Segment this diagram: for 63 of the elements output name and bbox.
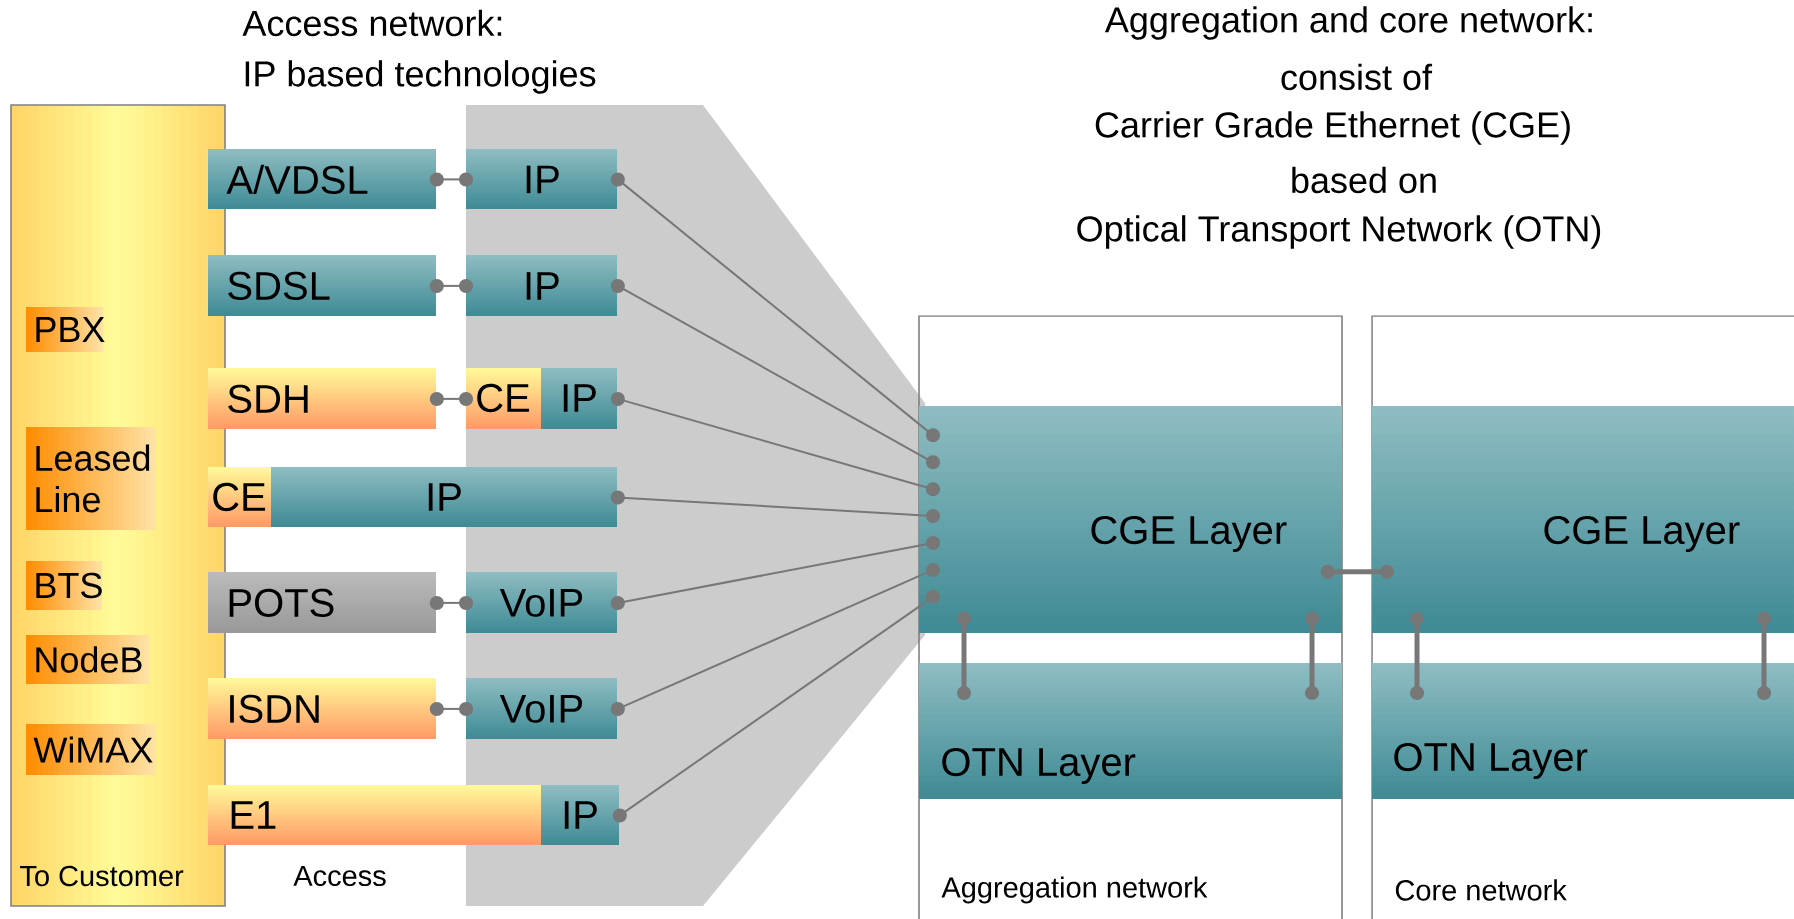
layer-band: OTN Layer xyxy=(919,663,1342,799)
layer-band: CGE Layer xyxy=(1372,406,1794,633)
connector-line xyxy=(429,391,473,406)
connector-line xyxy=(429,172,473,187)
heading: Aggregation and core network: xyxy=(1104,6,1592,40)
node-label: OTN Layer xyxy=(942,747,1136,785)
node-label: VoIP xyxy=(499,694,583,723)
connector-line xyxy=(429,595,473,610)
node-label: A/VDSL xyxy=(226,164,368,195)
connector-line xyxy=(429,701,473,716)
layer-band: CGE Layer xyxy=(919,406,1342,633)
device-label: PBX xyxy=(26,307,105,352)
connector-line xyxy=(610,172,940,443)
node-label: IP xyxy=(526,272,559,300)
node-label: ISDN xyxy=(230,694,319,724)
node-label: CE xyxy=(477,383,530,413)
connector-line xyxy=(1305,611,1319,700)
node-label: OTN Layer xyxy=(1394,742,1588,780)
technology-box: CE IP xyxy=(208,467,617,527)
heading: Carrier Grade Ethernet (CGE) xyxy=(1095,111,1570,145)
node-label: IP xyxy=(563,384,596,412)
technology-box: IP xyxy=(466,255,617,316)
technology-box: VoIP xyxy=(466,678,617,739)
connector-line xyxy=(610,536,940,610)
connector-line xyxy=(612,589,940,823)
connector-line xyxy=(429,278,473,293)
node-label: CGE Layer xyxy=(1091,515,1287,553)
technology-box: CE IP xyxy=(466,368,617,429)
connector-line xyxy=(1320,564,1394,579)
technology-box: A/VDSL xyxy=(208,149,436,209)
heading: based on xyxy=(1292,166,1436,194)
technology-box: POTS xyxy=(208,572,436,633)
technology-box: VoIP xyxy=(466,572,617,633)
technology-box: E1 IP xyxy=(208,785,619,845)
layer-band: OTN Layer xyxy=(1372,663,1794,799)
node-label: IP xyxy=(428,483,461,511)
technology-box: SDH xyxy=(208,368,436,429)
node-label: SDH xyxy=(228,384,308,414)
heading: Optical Transport Network (OTN) xyxy=(1077,215,1601,249)
heading: IP based technologies xyxy=(245,60,596,94)
connector-line xyxy=(957,611,971,700)
node-label: POTS xyxy=(229,588,334,618)
connector-line xyxy=(610,562,940,716)
technology-box: SDSL xyxy=(208,255,436,316)
node-label: IP xyxy=(526,165,559,194)
node-label: VoIP xyxy=(499,588,583,617)
device-label: WiMAX xyxy=(26,724,156,775)
node-label: IP xyxy=(564,801,597,829)
node-label: SDSL xyxy=(228,271,330,301)
device-label: NodeB xyxy=(26,635,149,684)
connector-line xyxy=(610,490,940,524)
connector-line xyxy=(1757,611,1771,700)
node-label: E1 xyxy=(231,801,276,829)
connector-line xyxy=(610,391,940,497)
technology-box: ISDN xyxy=(208,678,436,739)
heading: consist of xyxy=(1281,63,1433,91)
device-label: Leased Line xyxy=(26,427,156,530)
device-label: BTS xyxy=(26,561,102,610)
heading: Access network: xyxy=(242,9,502,37)
connector-line xyxy=(1410,611,1424,700)
connector-line xyxy=(610,278,940,470)
technology-box: IP xyxy=(466,149,617,209)
node-label: CGE Layer xyxy=(1544,515,1740,553)
